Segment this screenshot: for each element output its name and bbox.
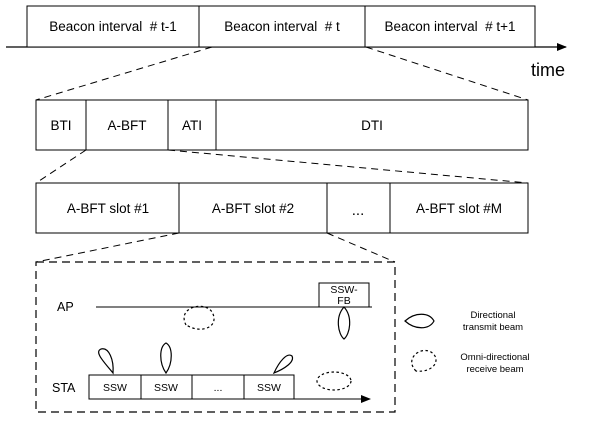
- ssw-label-last: SSW: [257, 382, 281, 394]
- bi-structure-row: BTI A-BFT ATI DTI: [35, 99, 529, 151]
- ssw-box-last: [243, 374, 295, 400]
- a-bft-slot-1-label: A-BFT slot #1: [67, 201, 149, 216]
- a-bft-slot-row: A-BFT slot #1 A-BFT slot #2 ... A-BFT sl…: [35, 182, 529, 234]
- a-bft-slot-m-box: [389, 182, 529, 234]
- ati-label: ATI: [182, 118, 202, 133]
- sta-directional-beam-3-icon: [272, 354, 294, 375]
- beacon-interval-t-box: [198, 5, 366, 48]
- ssw-box-ellipsis: [191, 374, 245, 400]
- a-bft-slot-m-label: A-BFT slot #M: [416, 201, 502, 216]
- zoom-line-right-2: [167, 149, 529, 184]
- ap-directional-transmit-beam-icon: [337, 306, 351, 340]
- beacon-interval-t-label: Beacon interval # t: [224, 19, 340, 34]
- zoom-line-left-3: [35, 232, 180, 263]
- legend-omni-receive-beam-icon: [411, 350, 437, 372]
- ap-omni-receive-beam-icon: [183, 305, 215, 330]
- slot-detail: AP SSW- FB STA SSW SSW ... SSW: [35, 261, 396, 413]
- beacon-interval-t-minus-1-label: Beacon interval # t-1: [49, 19, 177, 34]
- zoom-line-left-1: [35, 46, 213, 101]
- a-bft-slot-ellipsis-label: ...: [352, 202, 365, 219]
- ssw-label-2: SSW: [154, 382, 178, 394]
- a-bft-slot-2-label: A-BFT slot #2: [212, 201, 294, 216]
- sta-directional-beam-1-icon: [98, 348, 114, 375]
- ssw-fb-label-line1: SSW-: [330, 284, 358, 296]
- a-bft-slot-ellipsis-box: [326, 182, 391, 234]
- a-bft-label: A-BFT: [108, 118, 147, 133]
- beacon-interval-t-plus-1-label: Beacon interval # t+1: [385, 19, 516, 34]
- legend-directional-transmit-beam-icon: [404, 313, 435, 329]
- zoom-line-right-3: [326, 232, 396, 263]
- ssw-box-2: [140, 374, 193, 400]
- sta-label: STA: [52, 381, 76, 395]
- beacon-interval-t-plus-1-box: [364, 5, 536, 48]
- ssw-fb-label-line2: FB: [337, 295, 350, 307]
- bti-label: BTI: [50, 118, 71, 133]
- legend-omni-line2: receive beam: [466, 364, 523, 375]
- slot-detail-frame: [35, 261, 396, 413]
- sta-directional-beam-2-icon: [160, 342, 172, 375]
- legend-directional-line1: Directional: [471, 310, 516, 321]
- dti-box: [215, 99, 529, 151]
- ssw-fb-box: [318, 282, 370, 308]
- a-bft-slot-2-box: [178, 182, 328, 234]
- dti-label: DTI: [361, 118, 383, 133]
- a-bft-slot-1-box: [35, 182, 180, 234]
- legend-omni-line1: Omni-directional: [460, 352, 529, 363]
- ati-box: [167, 99, 217, 151]
- ap-label: AP: [57, 300, 74, 314]
- ssw-label-ellipsis: ...: [214, 382, 223, 394]
- sta-omni-receive-beam-icon: [316, 371, 352, 391]
- zoom-line-right-1: [365, 46, 529, 101]
- ssw-label-1: SSW: [103, 382, 127, 394]
- zoom-line-left-2: [35, 149, 87, 184]
- time-label: time: [531, 60, 565, 80]
- legend-directional-line2: transmit beam: [463, 322, 523, 333]
- ssw-box-1: [88, 374, 142, 400]
- beacon-interval-row: Beacon interval # t-1 Beacon interval # …: [6, 5, 567, 80]
- legend: Directional transmit beam Omni-direction…: [404, 310, 530, 375]
